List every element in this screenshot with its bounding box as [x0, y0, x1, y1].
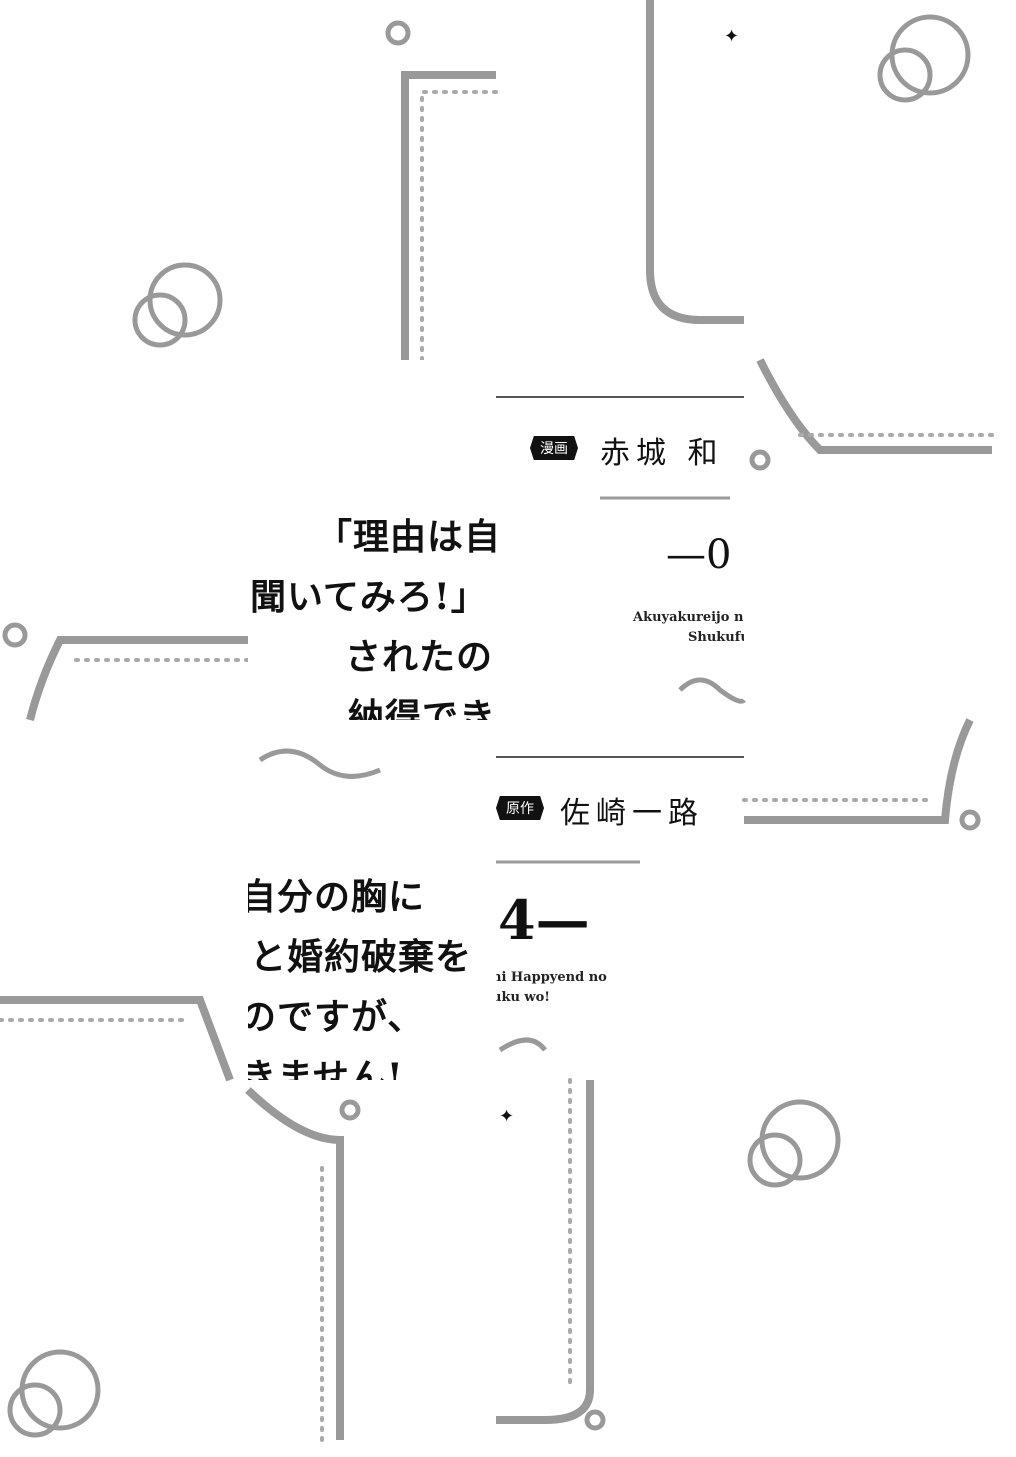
- credits-tile-original: 原作 佐崎一路 4— ni Happyend no uku wo!: [496, 720, 744, 1080]
- divider: [496, 756, 744, 758]
- manga-artist-name: 赤城 和: [600, 436, 724, 471]
- romanized-title-line: ni Happyend no: [496, 970, 607, 985]
- quote-line: されたの: [345, 636, 494, 678]
- quote-line: 「理由は自: [316, 516, 496, 558]
- quote-line: 納得でき: [348, 696, 496, 720]
- chapter-number-right: 4—: [498, 888, 590, 952]
- romanized-title-line: Akuyakureijo n: [633, 610, 744, 625]
- original-badge: 原作: [496, 796, 544, 820]
- original-author-name: 佐崎一路: [560, 796, 704, 831]
- quote-line: と婚約破棄を: [250, 936, 473, 978]
- quote-line: きません!: [248, 1056, 404, 1080]
- divider: [496, 396, 744, 398]
- quote-line: のですが、: [248, 996, 425, 1038]
- quote-tile-upper: 「理由は自 聞いてみろ!」 されたの 納得でき: [248, 360, 496, 720]
- quote-line: 聞いてみろ!」: [250, 576, 488, 618]
- credits-tile-manga: 漫画 赤城 和 —0 Akuyakureijo n Shukufu: [496, 360, 744, 720]
- romanized-title-line: uku wo!: [496, 990, 551, 1005]
- chapter-number-left: —0: [666, 532, 732, 578]
- manga-badge: 漫画: [530, 436, 578, 460]
- romanized-title-line: Shukufu: [688, 630, 744, 645]
- quote-tile-lower: 自分の胸に と婚約破棄を のですが、 きません!: [248, 720, 496, 1080]
- star-icon: ✦: [499, 1106, 515, 1127]
- quote-line: 自分の胸に: [248, 876, 426, 918]
- star-icon: ✦: [724, 26, 740, 47]
